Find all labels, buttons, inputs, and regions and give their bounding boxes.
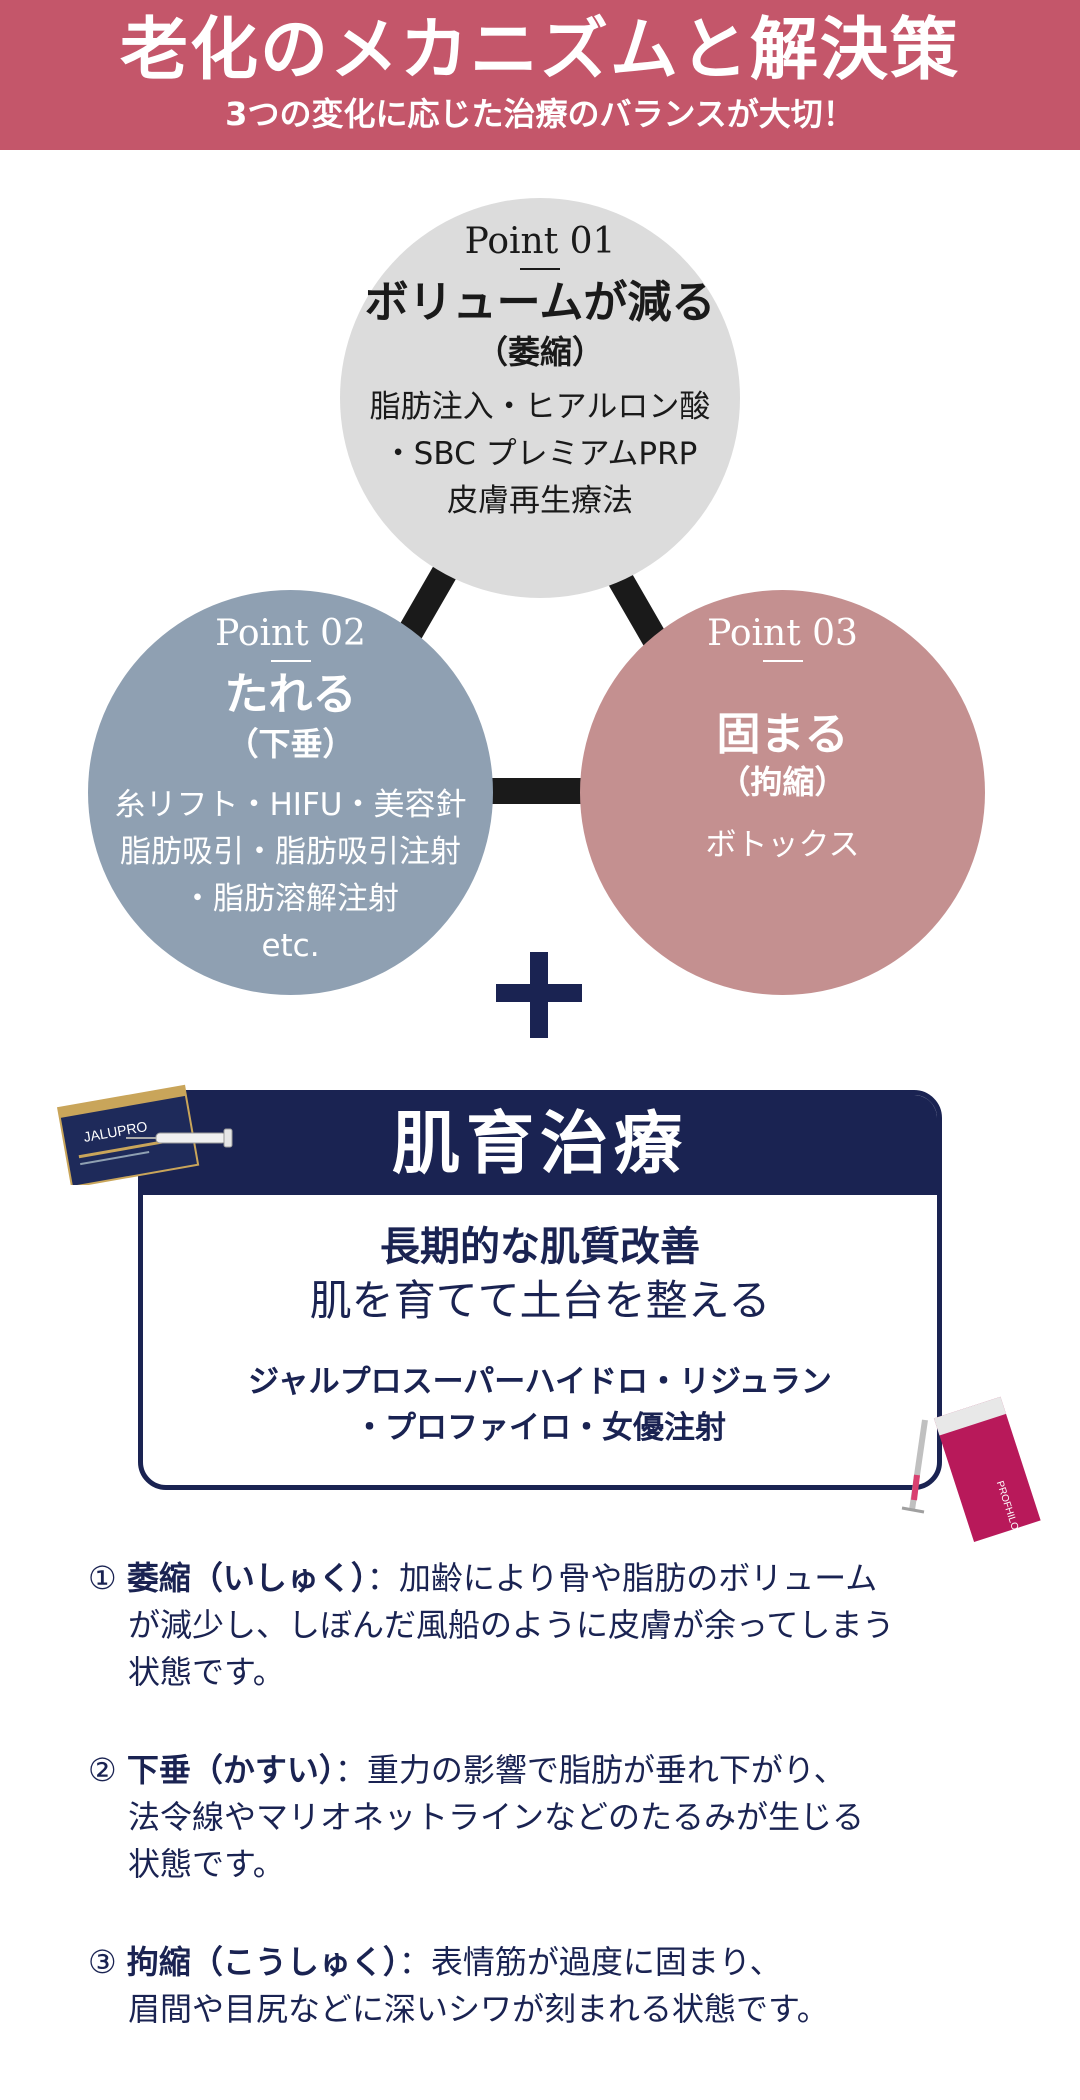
explanation-text: ：重力の影響で脂肪が垂れ下がり、 <box>334 1751 846 1789</box>
treatment-line: ・脂肪溶解注射 <box>182 881 399 917</box>
skin-treatment-list-line: ・プロファイロ・女優注射 <box>354 1410 726 1446</box>
point-02-underline <box>270 660 311 662</box>
treatment-line: ボトックス <box>705 827 860 863</box>
treatment-line: 糸リフト・HIFU・美容針 <box>114 787 467 823</box>
plus-icon <box>530 952 548 1038</box>
skin-treatment-description: 肌を育てて土台を整える <box>309 1276 771 1325</box>
explanation-term: 拘縮（こうしゅく） <box>126 1943 399 1981</box>
explanation-text: 状態です。 <box>128 1653 285 1691</box>
point-03-title: 固まる <box>716 709 849 760</box>
jalupro-product-image: JALUPRO <box>56 1084 233 1185</box>
point-02-title: たれる <box>224 669 357 720</box>
point-01-treatments: 脂肪注入・ヒアルロン酸 ・SBC プレミアムPRP 皮膚再生療法 <box>340 384 740 525</box>
page-title: 老化のメカニズムと解決策 <box>119 11 960 90</box>
skin-treatment-list: ジャルプロスーパーハイドロ・リジュラン ・プロファイロ・女優注射 <box>143 1359 937 1451</box>
treatment-line: ・SBC プレミアムPRP <box>382 436 698 472</box>
profhilo-product-image: PROFHILO <box>901 1396 1041 1543</box>
number-2-icon: ② <box>88 1751 117 1789</box>
explanation-text: 法令線やマリオネットラインなどのたるみが生じる <box>128 1798 865 1836</box>
skin-treatment-heading: 肌育治療 <box>143 1095 937 1195</box>
point-02-subtitle: （下垂） <box>226 725 355 763</box>
explanation-2: ② 下垂（かすい）：重力の影響で脂肪が垂れ下がり、 法令線やマリオネットラインな… <box>88 1747 1008 1888</box>
treatment-line: etc. <box>261 928 320 964</box>
explanation-text: 眉間や目尻などに深いシワが刻まれる状態です。 <box>128 1990 829 2028</box>
explanation-1: ① 萎縮（いしゅく）：加齢により骨や脂肪のボリューム が減少し、しぼんだ風船のよ… <box>88 1555 1008 1696</box>
point-01-label: Point 01 <box>464 221 616 262</box>
skin-treatment-tagline: 長期的な肌質改善 <box>380 1224 700 1270</box>
treatment-line: 脂肪吸引・脂肪吸引注射 <box>120 834 461 870</box>
treatment-line: 脂肪注入・ヒアルロン酸 <box>369 389 711 425</box>
explanation-text: ：加齢により骨や脂肪のボリューム <box>366 1559 878 1597</box>
explanation-text: が減少し、しぼんだ風船のように皮膚が余ってしまう <box>128 1606 895 1644</box>
number-1-icon: ① <box>88 1559 117 1597</box>
page-subtitle: 3つの変化に応じた治療のバランスが大切！ <box>225 95 855 133</box>
explanation-3: ③ 拘縮（こうしゅく）：表情筋が過度に固まり、 眉間や目尻などに深いシワが刻まれ… <box>88 1939 1008 2033</box>
skin-treatment-list-line: ジャルプロスーパーハイドロ・リジュラン <box>248 1364 832 1400</box>
explanation-text: ：表情筋が過度に固まり、 <box>398 1943 782 1981</box>
header-banner: 老化のメカニズムと解決策 3つの変化に応じた治療のバランスが大切！ <box>0 0 1080 150</box>
point-03-label: Point 03 <box>707 613 858 654</box>
treatment-line: 皮膚再生療法 <box>447 483 633 519</box>
explanation-term: 萎縮（いしゅく） <box>126 1559 367 1597</box>
point-02-circle: Point 02 たれる （下垂） 糸リフト・HIFU・美容針 脂肪吸引・脂肪吸… <box>88 590 493 995</box>
point-01-title: ボリュームが減る <box>364 277 716 328</box>
explanation-text: 状態です。 <box>128 1845 285 1883</box>
point-03-treatments: ボトックス <box>580 822 985 869</box>
point-02-treatments: 糸リフト・HIFU・美容針 脂肪吸引・脂肪吸引注射 ・脂肪溶解注射 etc. <box>88 782 493 970</box>
skin-treatment-box: 肌育治療 長期的な肌質改善 肌を育てて土台を整える ジャルプロスーパーハイドロ・… <box>138 1090 942 1490</box>
number-3-icon: ③ <box>88 1943 117 1981</box>
explanation-term: 下垂（かすい） <box>126 1751 335 1789</box>
point-02-label: Point 02 <box>215 613 366 654</box>
point-03-circle: Point 03 固まる （拘縮） ボトックス <box>580 590 985 995</box>
point-01-underline <box>520 268 560 270</box>
point-03-underline <box>762 660 803 662</box>
point-01-subtitle: （萎縮） <box>475 333 604 371</box>
point-03-subtitle: （拘縮） <box>718 763 847 801</box>
point-01-circle: Point 01 ボリュームが減る （萎縮） 脂肪注入・ヒアルロン酸 ・SBC … <box>340 198 740 598</box>
